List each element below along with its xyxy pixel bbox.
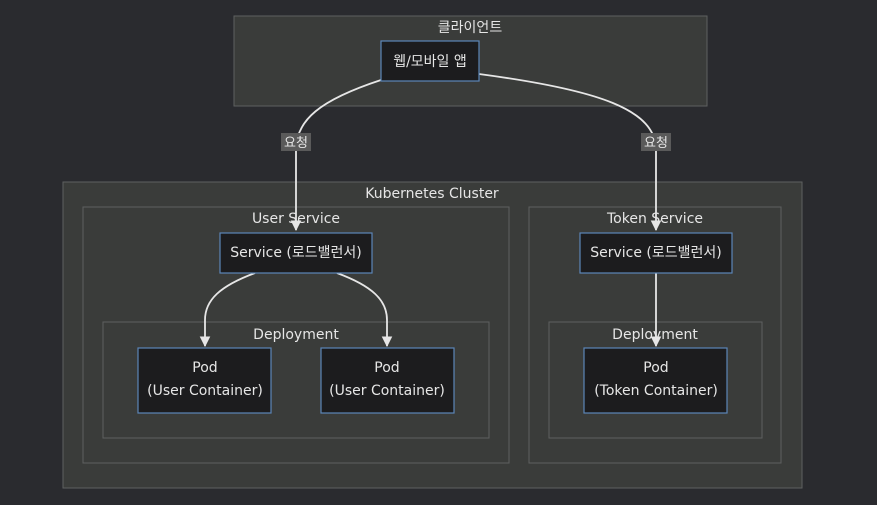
app-node-label: 웹/모바일 앱	[393, 54, 467, 70]
token-pod-subtitle: (Token Container)	[594, 383, 718, 399]
token-pod-title: Pod	[643, 360, 668, 376]
token-service-node[interactable]: Service (로드밸런서)	[579, 232, 733, 274]
edge-label-request-user: 요청	[281, 133, 311, 151]
app-node[interactable]: 웹/모바일 앱	[380, 40, 480, 82]
token-pod-node[interactable]: Pod (Token Container)	[583, 347, 728, 414]
edge-user-svc-to-pod2	[336, 272, 393, 348]
svg-text:요청: 요청	[284, 136, 308, 151]
edge-label-request-token: 요청	[641, 133, 671, 151]
user-pod-1-title: Pod	[192, 360, 217, 376]
edge-user-svc-to-pod1	[199, 272, 256, 348]
token-service-node-label: Service (로드밸런서)	[590, 245, 722, 261]
client-cluster-label: 클라이언트	[438, 20, 503, 36]
user-deployment-label: Deployment	[253, 327, 339, 343]
svg-text:요청: 요청	[644, 136, 668, 151]
user-pod-2-subtitle: (User Container)	[329, 383, 445, 399]
user-service-node[interactable]: Service (로드밸런서)	[219, 232, 373, 274]
kubernetes-cluster-label: Kubernetes Cluster	[365, 186, 499, 202]
token-service-label: Token Service	[606, 211, 703, 227]
user-pod-1-node[interactable]: Pod (User Container)	[137, 347, 272, 414]
user-pod-2-title: Pod	[374, 360, 399, 376]
user-pod-1-subtitle: (User Container)	[147, 383, 263, 399]
user-pod-2-node[interactable]: Pod (User Container)	[320, 347, 455, 414]
user-service-node-label: Service (로드밸런서)	[230, 245, 362, 261]
